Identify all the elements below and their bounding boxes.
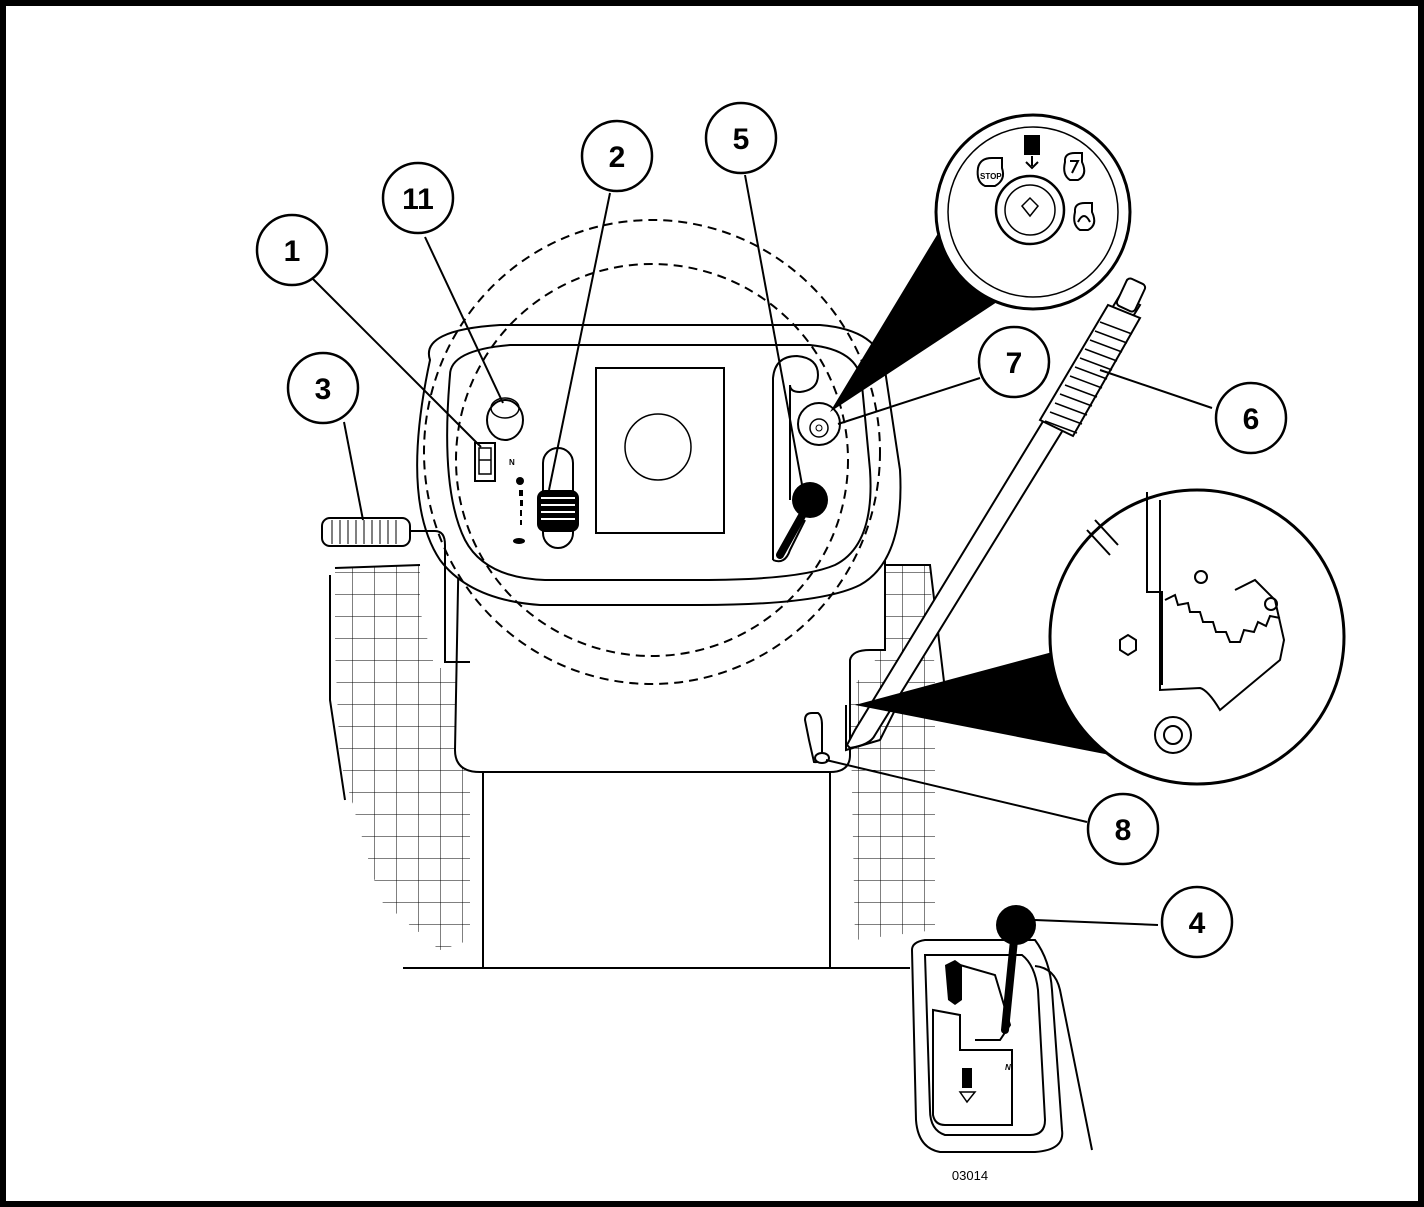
headlight-switch[interactable] <box>475 443 495 481</box>
neutral-symbol: N <box>509 458 515 467</box>
stop-label: STOP <box>980 172 1002 181</box>
throttle-lever[interactable] <box>537 448 579 548</box>
shift-console: N <box>912 940 1092 1152</box>
svg-text:4: 4 <box>1189 907 1206 940</box>
callout-6: 6 <box>1216 383 1286 453</box>
svg-text:6: 6 <box>1243 403 1260 436</box>
figure-code: 03014 <box>952 1168 988 1183</box>
svg-text:8: 8 <box>1115 814 1132 847</box>
steering-console <box>417 220 900 968</box>
svg-text:1: 1 <box>284 235 301 268</box>
callout-5: 5 <box>706 103 776 173</box>
callout-11: 11 <box>383 163 453 233</box>
callout-8: 8 <box>1088 794 1158 864</box>
svg-text:11: 11 <box>402 183 434 216</box>
svg-text:3: 3 <box>315 373 332 406</box>
callout-7: 7 <box>979 327 1049 397</box>
callout-3: 3 <box>288 353 358 423</box>
svg-text:7: 7 <box>1006 347 1023 380</box>
neutral-label: N <box>1005 1063 1011 1072</box>
svg-text:2: 2 <box>609 141 626 174</box>
callout-1: 1 <box>257 215 327 285</box>
callout-4: 4 <box>1162 887 1232 957</box>
lights-position-icon <box>1024 135 1040 168</box>
callout-2: 2 <box>582 121 652 191</box>
svg-text:5: 5 <box>733 123 750 156</box>
light-knob[interactable] <box>487 398 523 440</box>
center-display <box>596 368 724 533</box>
